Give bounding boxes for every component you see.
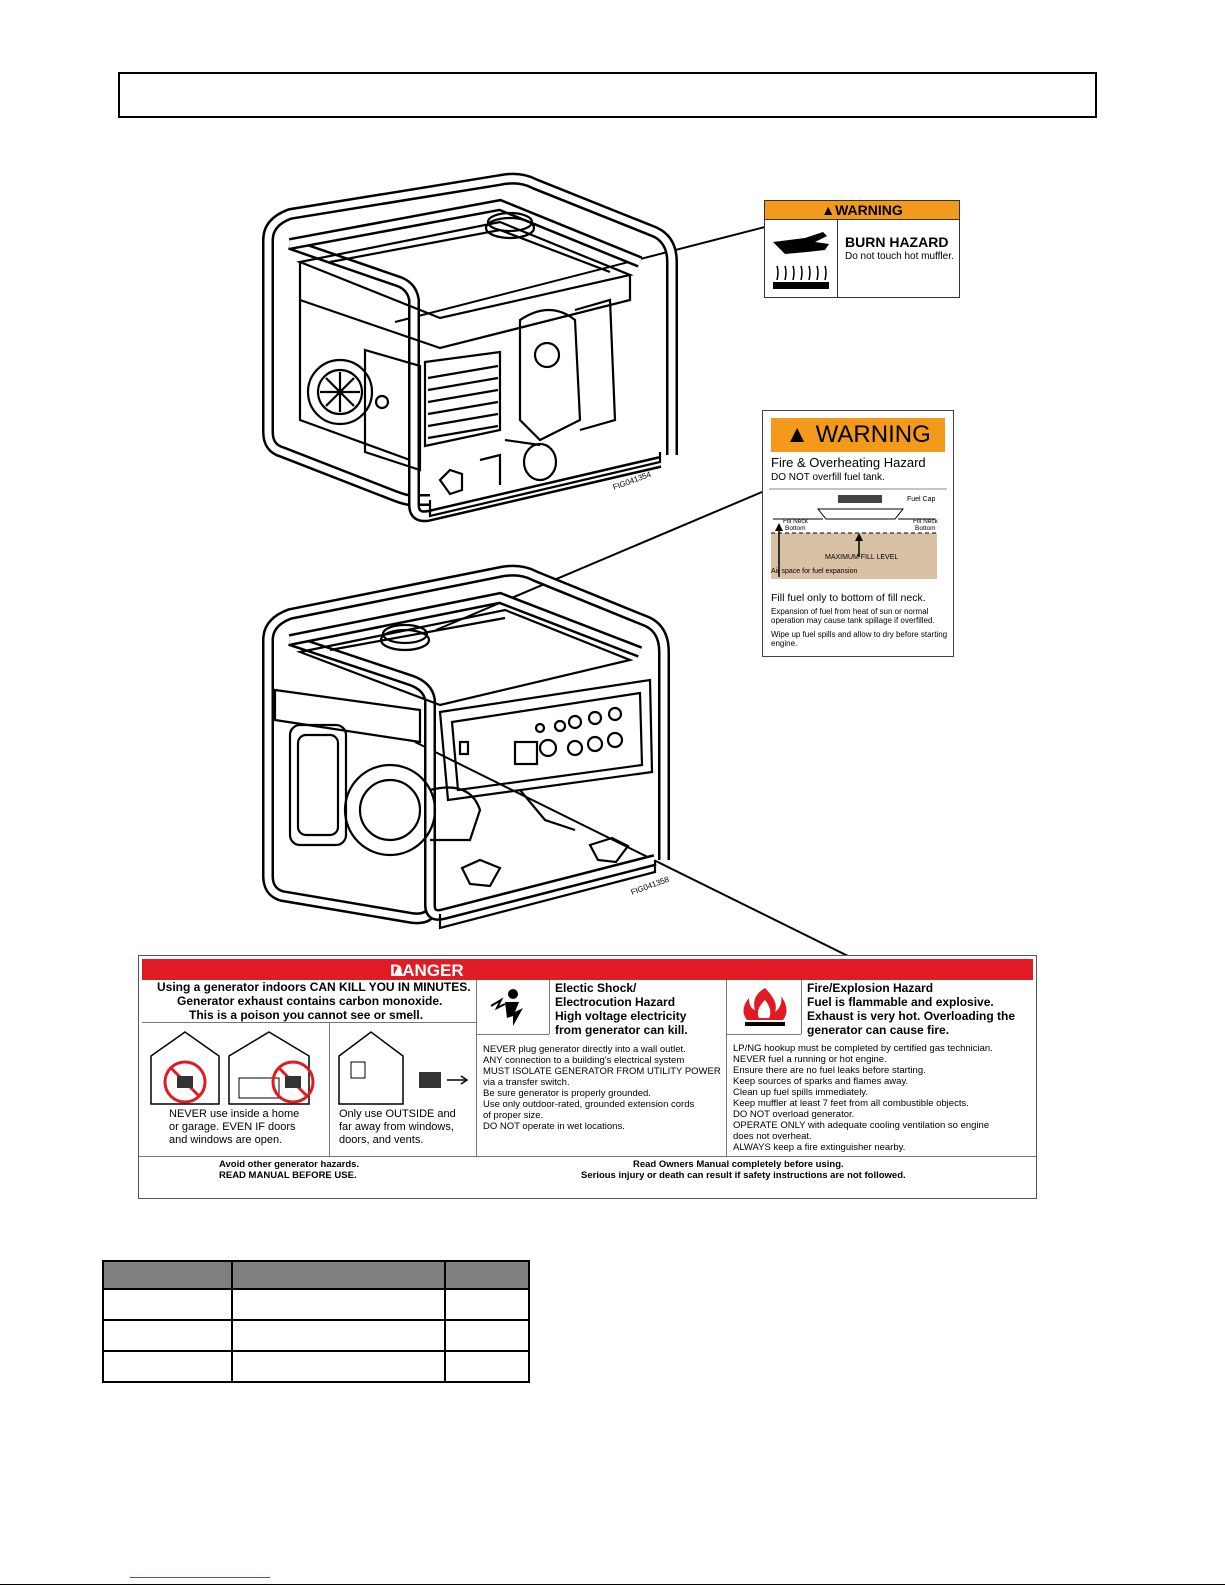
fire-line-6: Keep muffler at least 7 feet from all co… <box>733 1098 969 1109</box>
shock-line-7: of proper size. <box>483 1110 544 1121</box>
top-generator-drawing <box>262 172 678 523</box>
fill-neck-right-label: Fill Neck <box>913 518 939 525</box>
no-indoor-use-icon <box>150 1031 315 1105</box>
table-cell <box>102 1350 233 1383</box>
shock-line-1: NEVER plug generator directly into a wal… <box>483 1044 686 1055</box>
fire-line-10: ALWAYS keep a fire extinguisher nearby. <box>733 1142 906 1153</box>
shock-line-8: DO NOT operate in wet locations. <box>483 1121 625 1132</box>
warning-triangle-icon: ▲ <box>785 421 809 448</box>
fuel-overfill-warning-label: ▲ WARNING Fire & Overheating Hazard DO N… <box>762 410 954 657</box>
shock-line-2: ANY connection to a building's electrica… <box>483 1055 685 1066</box>
never-indoor-3: and windows are open. <box>169 1134 283 1146</box>
footer-link-underline[interactable] <box>130 1577 270 1578</box>
never-indoor-2: or garage. EVEN IF doors <box>169 1121 296 1133</box>
decal-parts-table <box>102 1260 530 1383</box>
fire-title-2: Fuel is flammable and explosive. <box>807 995 994 1009</box>
fill-neck-left-label-2: Bottom <box>785 525 806 532</box>
co-line-3: This is a poison you cannot see or smell… <box>189 1008 424 1022</box>
burn-hazard-title: BURN HAZARD <box>845 234 949 250</box>
electric-shock-icon <box>490 989 523 1026</box>
table-row <box>102 1288 530 1321</box>
fire-line-7: DO NOT overload generator. <box>733 1109 855 1120</box>
bottom-generator-drawing <box>262 564 670 930</box>
table-cell <box>102 1319 233 1352</box>
wipe-up-note: Wipe up fuel spills and allow to dry bef… <box>771 630 948 648</box>
warning-triangle-icon: ▲ <box>390 961 407 980</box>
expansion-note: Expansion of fuel from heat of sun or no… <box>771 607 935 625</box>
co-line-1: Using a generator indoors CAN KILL YOU I… <box>157 980 471 994</box>
fire-line-1: LP/NG hookup must be completed by certif… <box>733 1043 993 1054</box>
fire-line-5: Clean up fuel spills immediately. <box>733 1087 868 1098</box>
shock-line-5: Be sure generator is properly grounded. <box>483 1088 651 1099</box>
table-cell <box>444 1288 530 1321</box>
shock-title-4: from generator can kill. <box>555 1023 688 1037</box>
burn-hazard-text: Do not touch hot muffler. <box>845 251 954 262</box>
fuel-label-subtitle: DO NOT overfill fuel tank. <box>771 472 885 483</box>
fill-instruction: Fill fuel only to bottom of fill neck. <box>771 592 926 604</box>
table-row <box>102 1319 530 1352</box>
fire-title-4: generator can cause fire. <box>807 1023 950 1037</box>
fire-line-3: Ensure there are no fuel leaks before st… <box>733 1065 926 1076</box>
co-line-2: Generator exhaust contains carbon monoxi… <box>177 994 443 1008</box>
section-header-box <box>118 72 1097 118</box>
outdoor-use-icon <box>338 1031 469 1105</box>
fire-title-3: Exhaust is very hot. Overloading the <box>807 1009 1016 1023</box>
fuel-label-title: Fire & Overheating Hazard <box>771 455 926 470</box>
danger-banner: ▲ DANGER <box>142 959 1033 980</box>
fill-neck-right-label-2: Bottom <box>915 525 936 532</box>
table-row <box>102 1350 530 1383</box>
danger-label-leader-line <box>414 741 853 959</box>
burn-label-leader-line <box>394 226 766 323</box>
fuel-label-leader-line <box>435 491 763 631</box>
warning-triangle-icon: ▲ <box>821 202 836 218</box>
table-cell <box>444 1319 530 1352</box>
footer-right-2: Serious injury or death can result if sa… <box>581 1170 906 1181</box>
fire-line-4: Keep sources of sparks and flames away. <box>733 1076 909 1087</box>
outdoor-3: doors, and vents. <box>339 1134 424 1146</box>
fire-line-2: NEVER fuel a running or hot engine. <box>733 1054 887 1065</box>
danger-safety-label: ▲ DANGER Using a generator indoors CAN K… <box>138 955 1037 1199</box>
burn-warning-banner: ▲WARNING <box>765 201 959 220</box>
outdoor-2: far away from windows, <box>339 1121 454 1133</box>
fire-title-1: Fire/Explosion Hazard <box>807 981 934 995</box>
fill-neck-left-label: Fill Neck <box>783 518 809 525</box>
table-header-row <box>102 1260 530 1290</box>
table-cell <box>231 1288 446 1321</box>
footer-left-1: Avoid other generator hazards. <box>219 1159 360 1170</box>
never-indoor-1: NEVER use inside a home <box>169 1108 300 1120</box>
fuel-cap-label: Fuel Cap <box>907 496 936 503</box>
shock-title-3: High voltage electricity <box>555 1009 687 1023</box>
burn-hazard-label: ▲WARNING BURN HAZARD Do not touch hot mu… <box>764 200 960 298</box>
max-fill-label: MAXIMUM FILL LEVEL <box>825 554 898 561</box>
table-cell <box>444 1260 530 1290</box>
outdoor-1: Only use OUTSIDE and <box>339 1108 456 1120</box>
table-cell <box>231 1319 446 1352</box>
flame-icon <box>743 988 787 1026</box>
shock-title-2: Electrocution Hazard <box>555 995 676 1009</box>
footer-left-2: READ MANUAL BEFORE USE. <box>219 1170 357 1181</box>
shock-line-4: via a transfer switch. <box>483 1077 570 1088</box>
shock-line-6: Use only outdoor-rated, grounded extensi… <box>483 1099 695 1110</box>
hand-heat-icon <box>765 220 838 297</box>
shock-title-1: Electic Shock/ <box>555 981 637 995</box>
table-cell <box>231 1350 446 1383</box>
table-cell <box>444 1350 530 1383</box>
fire-line-9: does not overheat. <box>733 1131 812 1142</box>
footer-right-1: Read Owners Manual completely before usi… <box>633 1159 844 1170</box>
fire-line-8: OPERATE ONLY with adequate cooling venti… <box>733 1120 990 1131</box>
fuel-warning-banner: ▲ WARNING <box>771 418 945 452</box>
fill-level-diagram: Fuel Cap Fill Neck Bottom Fill Neck Bott… <box>769 488 947 579</box>
shock-line-3: MUST ISOLATE GENERATOR FROM UTILITY POWE… <box>483 1066 721 1077</box>
table-cell <box>102 1288 233 1321</box>
table-cell <box>231 1260 446 1290</box>
table-cell <box>102 1260 233 1290</box>
air-space-label: Air space for fuel expansion <box>771 568 857 575</box>
